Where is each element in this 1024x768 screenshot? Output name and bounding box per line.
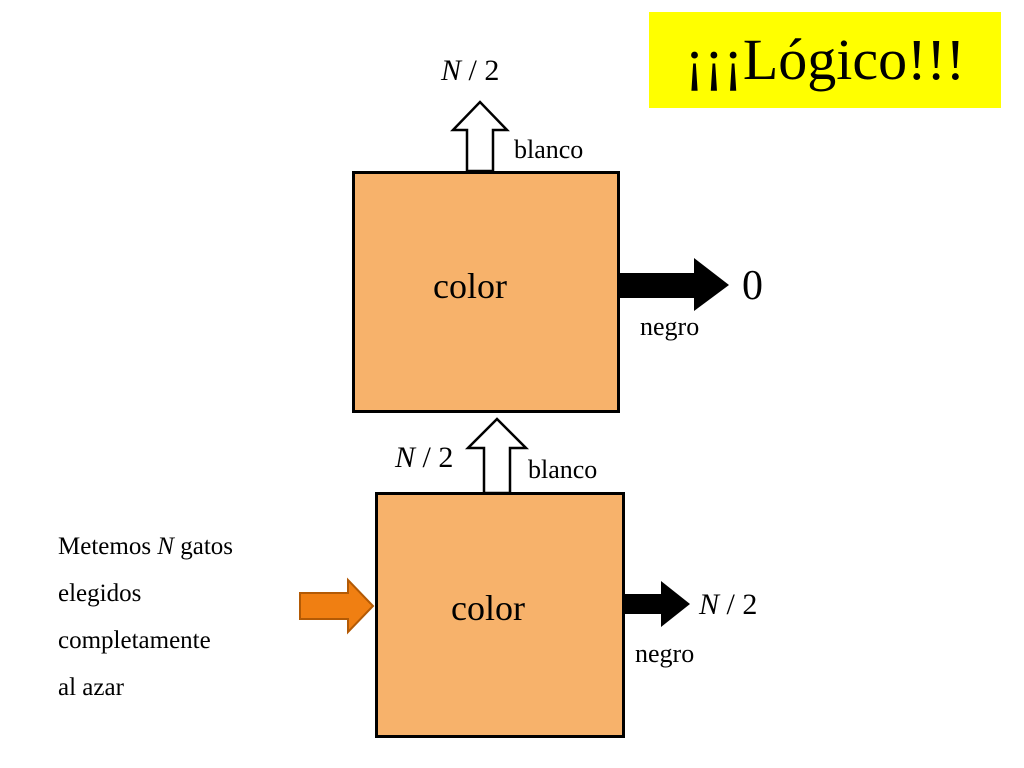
top-color-box: color [352,171,620,413]
bottom-up-count-rest: / 2 [415,441,454,474]
bottom-box-label: color [451,588,525,628]
bottom-right-count: N / 2 [699,590,757,620]
bottom-up-count: N / 2 [395,443,453,473]
top-up-count: N / 2 [441,56,499,86]
top-up-count-var: N [441,54,462,87]
top-right-value: 0 [742,263,763,309]
input-arrow [299,577,375,635]
input-line-3: completamente [58,627,211,654]
input-line-4: al azar [58,674,124,701]
input-line-1-var: N [157,533,174,560]
bottom-blanco-up-arrow [464,417,530,495]
bottom-negro-label: negro [635,639,695,668]
top-blanco-label: blanco [514,135,584,164]
input-description: Metemos N gatos elegidos completamente a… [58,523,233,711]
bottom-blanco-label: blanco [528,455,598,484]
bottom-right-count-var: N [699,588,720,621]
top-negro-right-arrow [620,258,729,311]
top-up-count-rest: / 2 [461,54,500,87]
title-text: ¡¡¡Lógico!!! [684,27,966,92]
top-box-label: color [433,266,507,306]
input-line-2: elegidos [58,580,142,607]
input-line-1-suffix: gatos [173,533,234,560]
bottom-negro-right-arrow [625,581,690,627]
input-line-1-prefix: Metemos [58,533,158,560]
bottom-color-box: color [375,492,625,738]
top-blanco-up-arrow [450,100,510,173]
top-negro-label: negro [640,312,700,341]
bottom-up-count-var: N [395,441,416,474]
input-line-1: Metemos N gatos [58,523,233,570]
title-banner: ¡¡¡Lógico!!! [649,12,1001,108]
bottom-right-count-rest: / 2 [719,588,758,621]
